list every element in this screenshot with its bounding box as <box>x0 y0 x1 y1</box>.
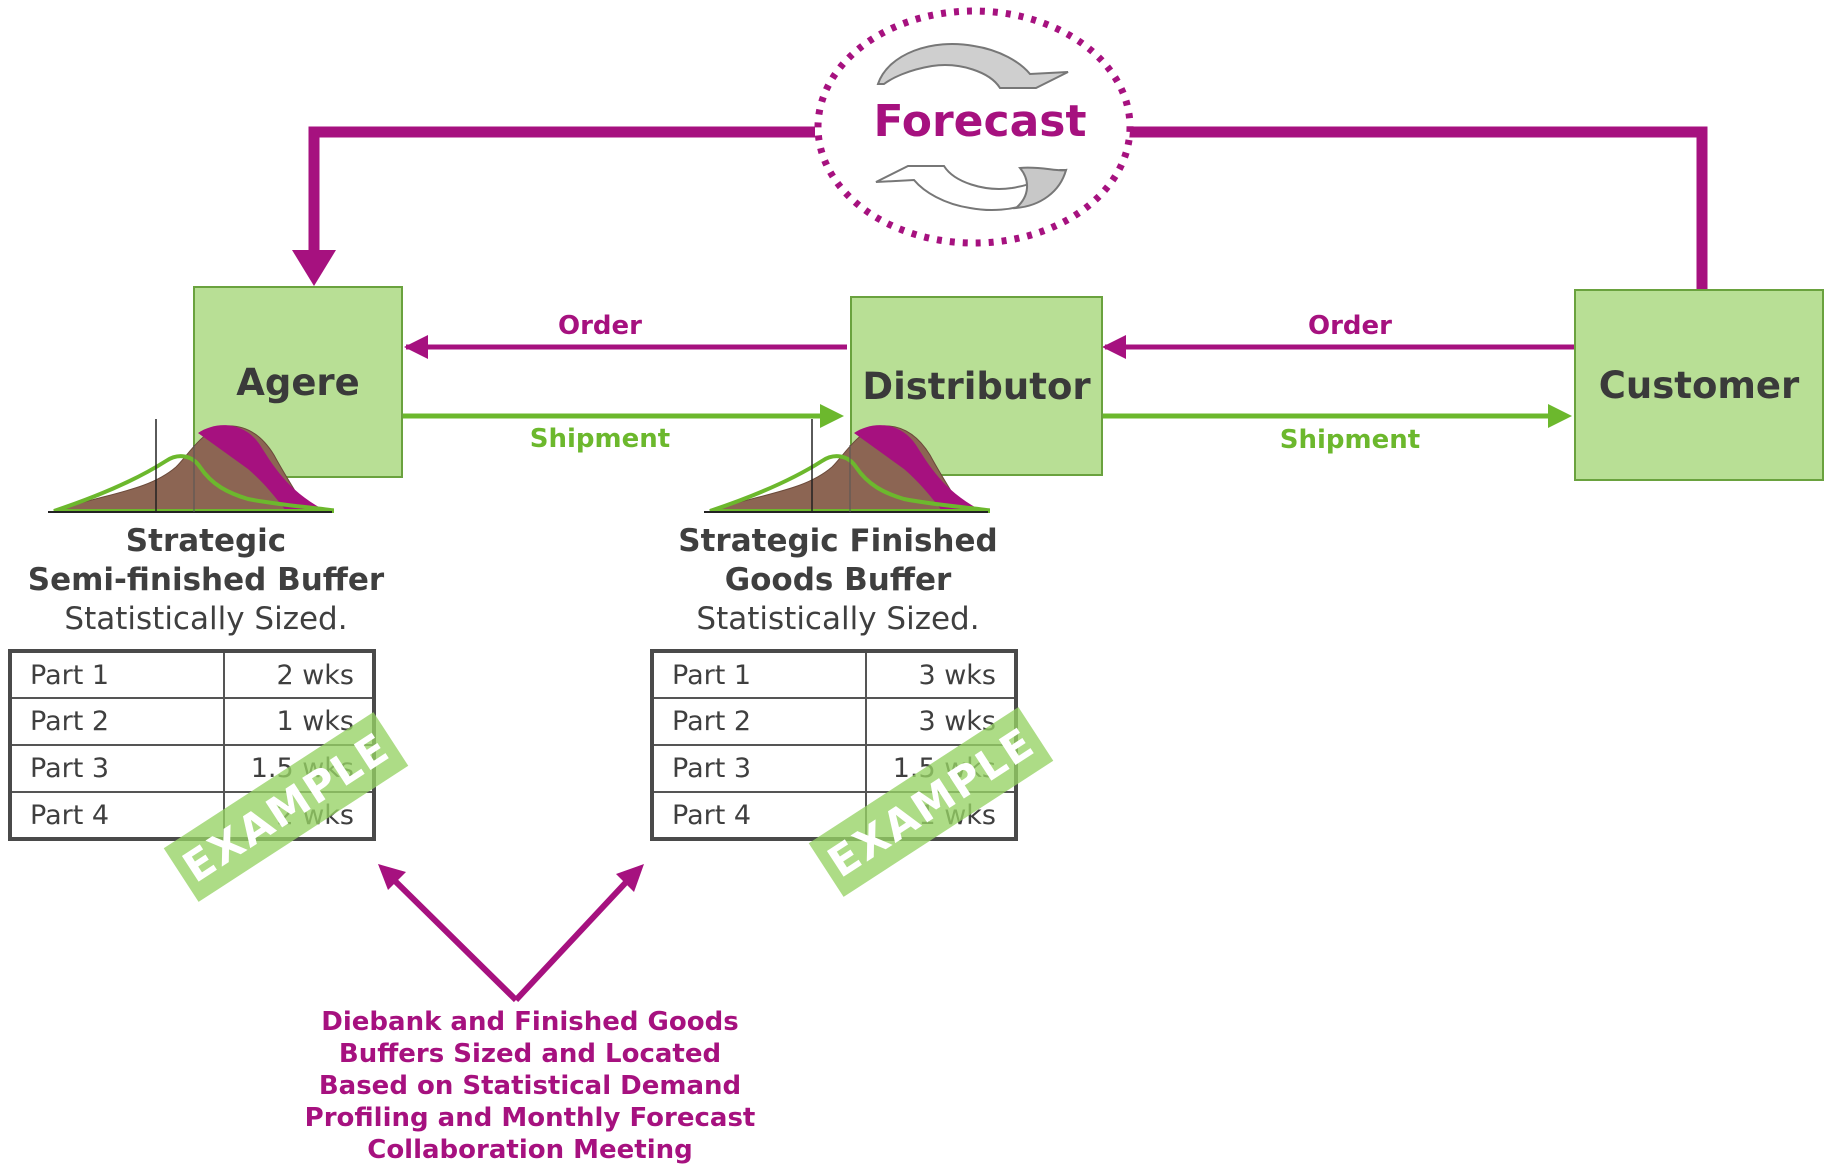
table-row: Part 2 3 wks <box>651 697 1017 746</box>
part-name: Part 3 <box>9 744 225 793</box>
customer-label: Customer <box>1598 363 1800 407</box>
part-name: Part 1 <box>9 650 225 699</box>
buffer-title-line1: Strategic <box>125 523 287 559</box>
note-line: Based on Statistical Demand <box>318 1071 742 1101</box>
note-arrowhead-left <box>378 864 406 890</box>
forecast-arrowhead <box>292 250 336 286</box>
note-arrowhead-right <box>616 864 644 892</box>
part-name: Part 2 <box>651 697 867 746</box>
distributor-label: Distributor <box>862 364 1091 408</box>
table-row: Part 2 1 wks <box>9 697 375 746</box>
buffer-table-right: Part 1 3 wks Part 2 3 wks Part 3 1.5 wks… <box>650 649 1018 841</box>
distribution-curve-icon-right <box>704 419 990 513</box>
forecast-label: Forecast <box>873 96 1087 147</box>
note-line: Collaboration Meeting <box>367 1135 693 1165</box>
buffer-title-finished-goods: Strategic Finished Goods Buffer Statisti… <box>638 522 1038 639</box>
part-weeks: 2 wks <box>223 650 375 699</box>
table-row: Part 1 2 wks <box>9 650 375 699</box>
buffer-subtitle: Statistically Sized. <box>696 601 980 637</box>
part-name: Part 2 <box>9 697 225 746</box>
shipment-arrowhead-right <box>1548 404 1572 428</box>
agere-label: Agere <box>236 360 360 404</box>
part-name: Part 1 <box>651 650 867 699</box>
note-line: Diebank and Finished Goods <box>321 1007 739 1037</box>
part-name: Part 3 <box>651 744 867 793</box>
table-row: Part 1 3 wks <box>651 650 1017 699</box>
shipment-label-left: Shipment <box>529 424 671 454</box>
distribution-curve-icon-left <box>48 419 334 513</box>
order-label-left: Order <box>558 311 642 341</box>
cycle-arrows-icon <box>875 42 1069 212</box>
order-arrowhead-left <box>404 335 428 359</box>
forecast-to-agere-line <box>308 126 815 258</box>
note-line: Buffers Sized and Located <box>338 1039 722 1069</box>
note-arrow-to-left-table <box>389 875 519 1003</box>
note-line: Profiling and Monthly Forecast <box>304 1103 756 1133</box>
order-label-right: Order <box>1308 311 1392 341</box>
buffer-sizing-note: Diebank and Finished Goods Buffers Sized… <box>270 1006 790 1166</box>
buffer-title-line2: Semi-finished Buffer <box>27 562 385 598</box>
shipment-label-right: Shipment <box>1279 425 1421 455</box>
buffer-title-line2: Goods Buffer <box>724 562 952 598</box>
buffer-title-line1: Strategic Finished <box>678 523 998 559</box>
buffer-title-semi-finished: Strategic Semi-finished Buffer Statistic… <box>6 522 406 639</box>
note-arrow-to-right-table <box>513 875 633 1003</box>
buffer-subtitle: Statistically Sized. <box>64 601 348 637</box>
part-weeks: 3 wks <box>865 650 1017 699</box>
customer-box: Customer <box>1574 289 1824 481</box>
shipment-arrowhead-left <box>820 404 844 428</box>
customer-to-forecast-line <box>1127 126 1708 290</box>
order-arrowhead-right <box>1102 335 1126 359</box>
